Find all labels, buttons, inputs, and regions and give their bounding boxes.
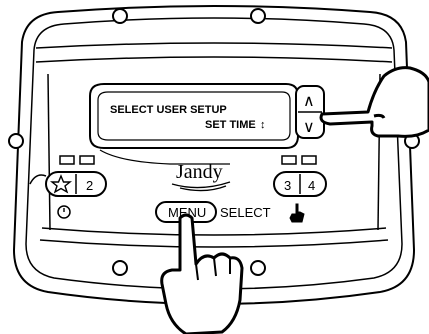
arrow-up-button[interactable]: ∧: [303, 93, 315, 110]
led-indicators: [59, 155, 317, 165]
arrow-down-button[interactable]: ∨: [303, 119, 315, 136]
select-label: SELECT: [220, 205, 271, 220]
pointing-hand-bottom-icon: [160, 213, 244, 334]
display-line-1: SELECT USER SETUP: [110, 104, 227, 116]
key-4-button[interactable]: 4: [308, 178, 315, 193]
star-icon: [50, 174, 72, 194]
menu-key-group[interactable]: MENU SELECT: [155, 201, 271, 223]
display-line-2: SET TIME: [205, 119, 256, 131]
panel-bezel: [35, 42, 393, 248]
scroll-indicator-icon: ↕: [260, 119, 266, 131]
key-2-button[interactable]: 2: [86, 178, 93, 193]
brand-logo: Jandy: [171, 161, 231, 192]
left-key-group[interactable]: 2: [29, 171, 107, 219]
menu-button[interactable]: MENU: [168, 205, 206, 220]
hand-pointer-icon: [289, 203, 305, 223]
clock-icon: [57, 205, 71, 219]
right-key-group[interactable]: 3 4: [273, 171, 327, 223]
jandy-swirl-logo: [171, 181, 231, 192]
brand-name: Jandy: [176, 161, 223, 183]
lcd-display: SELECT USER SETUP SET TIME ↕: [89, 83, 299, 165]
pointing-hand-right-icon: [319, 66, 429, 138]
arrow-rocker[interactable]: ∧ ∨: [295, 85, 325, 139]
key-3-button[interactable]: 3: [284, 178, 291, 193]
